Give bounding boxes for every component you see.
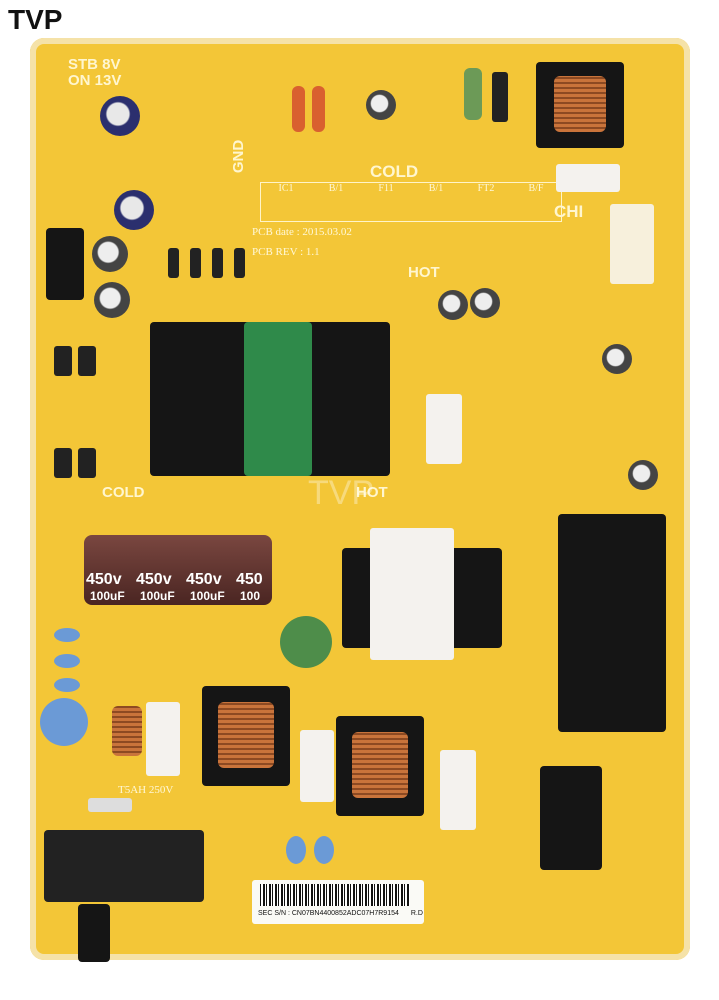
inductor [112,706,142,756]
table-header: B/F [528,183,544,194]
diode [234,248,245,278]
pcb-board: STB 8V ON 13V GND COLD IC1 B/1 F11 B/1 F… [30,38,690,962]
pcb-rev: PCB REV : 1.1 [252,246,320,258]
y-capacitor [54,654,80,668]
on-label: ON 13V [68,72,122,89]
chi-label: CHI [554,202,584,221]
resistor [464,68,482,120]
cold-label-mid: COLD [102,484,145,501]
serial-suffix: R.D [410,910,423,917]
stb-label: STB 8V [68,56,121,73]
heatsink [558,514,666,732]
diode [78,448,96,478]
capacitor [602,344,632,374]
ac-inlet-post [78,904,110,962]
table-header: B/1 [328,183,344,194]
table-header: B/1 [428,183,444,194]
table-header: FT2 [477,183,495,194]
y-capacitor [286,836,306,864]
resistor [292,86,305,132]
capacitor [92,236,128,272]
choke-coil [352,732,408,798]
capacitor-box [440,750,476,830]
serial-number-text: SEC S/N : CN07BN4400852ADC07H7R9154 R.D [258,910,423,917]
cap-capacitance: 100uF [140,589,175,603]
diode [54,346,72,376]
diode [54,448,72,478]
cap-voltage: 450v [136,571,172,588]
transformer-label-white [370,528,454,660]
ac-inlet [44,830,204,902]
diode [78,346,96,376]
cap-capacitance: 100 [240,589,261,603]
varistor [280,616,332,668]
capacitor [470,288,500,318]
diode [212,248,223,278]
serial-prefix: SEC S/N : [258,910,290,917]
y-capacitor [54,628,80,642]
hot-label-mid: HOT [356,484,388,501]
capacitor [438,290,468,320]
cold-label-top: COLD [370,162,419,181]
capacitor [94,282,130,318]
fuse-label: T5AH 250V [118,784,174,796]
bridge-rectifier [540,766,602,870]
cap-voltage: 450 [236,571,263,588]
connector [46,228,84,300]
cap-capacitance: 100uF [190,589,225,603]
y-capacitor [54,678,80,692]
diode [190,248,201,278]
resistor [312,86,325,132]
cap-voltage: 450v [186,571,222,588]
coil [554,76,606,132]
table-header: F11 [378,183,394,194]
bulk-capacitors: 450v 100uF 450v 100uF 450v 100uF 450 100 [84,535,272,605]
table-header: IC1 [278,183,294,194]
gnd-label: GND [230,139,248,174]
diode [168,248,179,278]
center-watermark: TVP [308,474,375,512]
capacitor-box [300,730,334,802]
capacitor-box [146,702,180,776]
x-capacitor [40,698,88,746]
capacitor [100,96,140,136]
serial-sticker: SEC S/N : CN07BN4400852ADC07H7R9154 R.D [252,880,424,924]
serial-number: CN07BN4400852ADC07H7R9154 [291,910,399,917]
capacitor-box [426,394,462,464]
output-connector [610,204,654,284]
diode [492,72,508,122]
cap-voltage: 450v [86,571,122,588]
watermark-logo: TVP [8,4,63,35]
hot-label-top: HOT [408,264,440,281]
capacitor [114,190,154,230]
choke-coil [218,702,274,768]
capacitor [628,460,658,490]
transformer-label [244,322,312,476]
component-table: IC1 B/1 F11 B/1 FT2 B/F [260,182,562,222]
capacitor [366,90,396,120]
cap-capacitance: 100uF [90,589,125,603]
barcode [260,884,410,906]
fuse [88,798,132,812]
y-capacitor [314,836,334,864]
pcb-date: PCB date : 2015.03.02 [252,226,352,238]
relay [556,164,620,192]
